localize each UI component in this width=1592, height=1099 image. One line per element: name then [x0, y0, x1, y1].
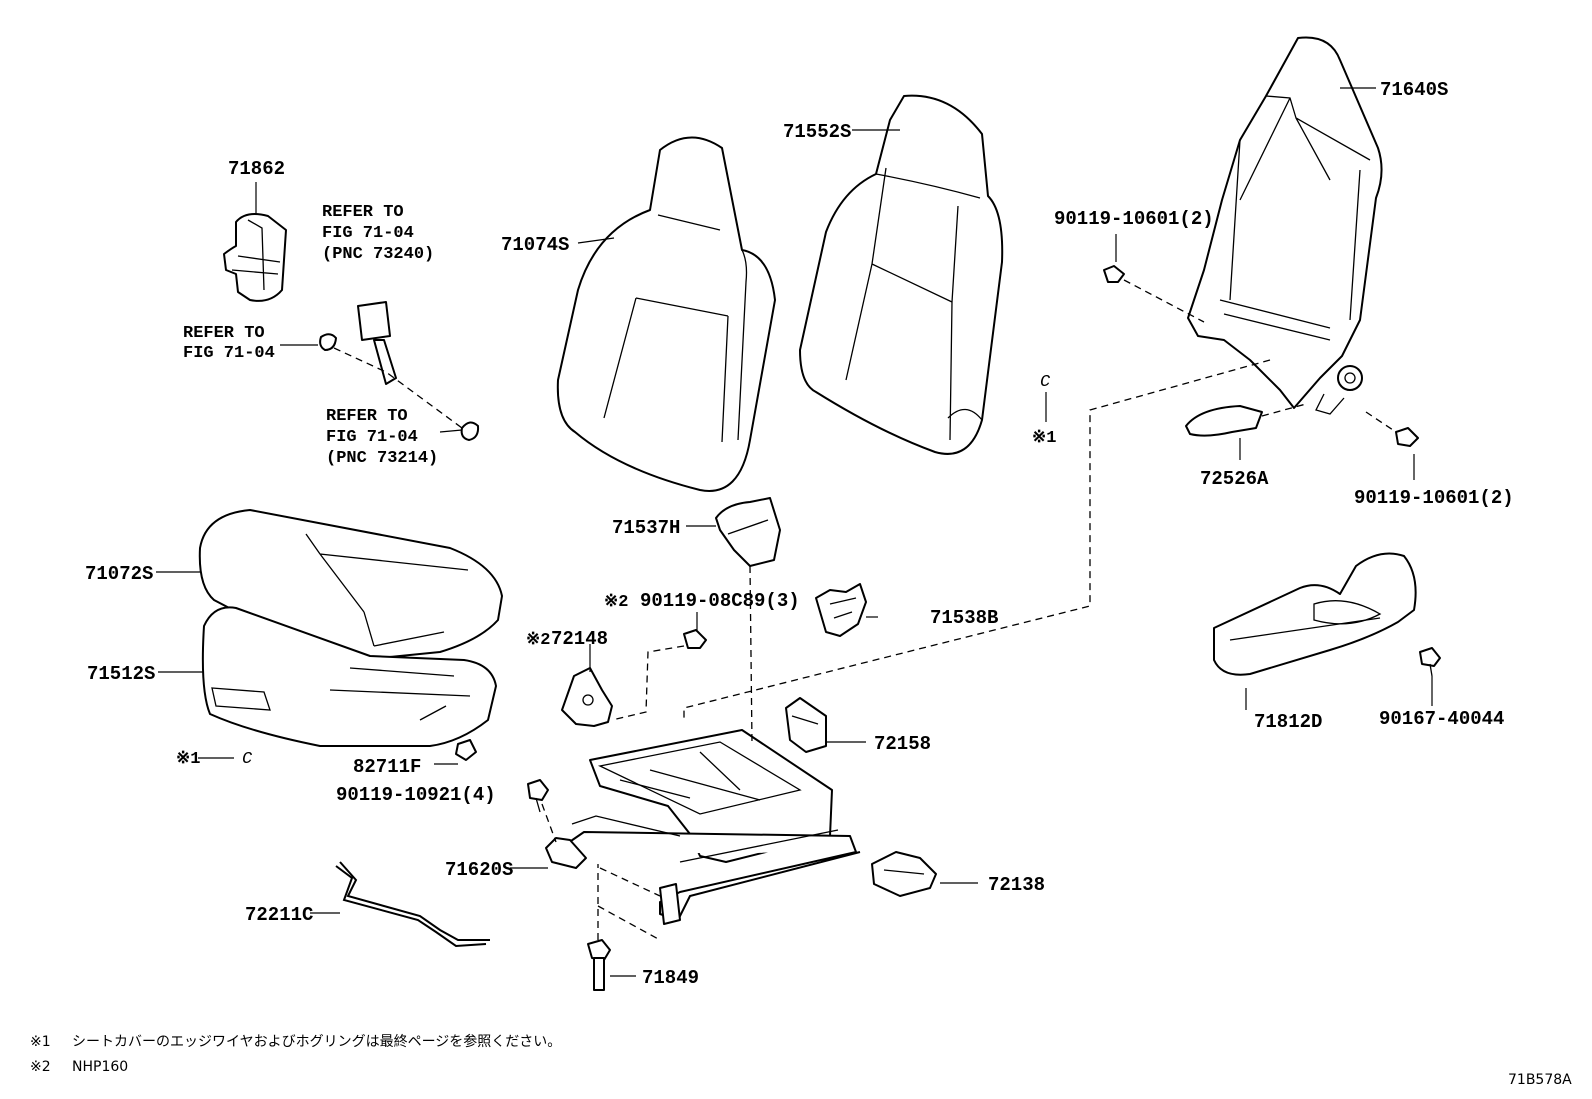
part-labels: 71862 71074S 71552S 71640S 90119-10601(2…	[85, 79, 1514, 989]
note-marks: ※2 ※2 ※1 C C ※1	[176, 373, 1056, 769]
adjuster-bolt-90119-10921	[527, 779, 549, 813]
recliner-knob-72526A	[1185, 405, 1263, 437]
refer-73214-line1[interactable]: REFER TO	[326, 407, 408, 426]
refer-block-nut: REFER TO FIG 71-04	[183, 324, 275, 363]
mark-note2-72148: ※2	[526, 631, 550, 650]
buckle-dash-line	[333, 347, 463, 429]
label-90119-10601-lower[interactable]: 90119-10601(2)	[1354, 487, 1514, 509]
refer-73214-leader	[439, 429, 463, 433]
label-71640S[interactable]: 71640S	[1380, 79, 1448, 101]
cover-72138	[871, 851, 937, 897]
refer-block-73214: REFER TO FIG 71-04 (PNC 73214)	[326, 407, 438, 468]
footnotes: ※1 シートカバーのエッジワイヤおよびホグリングは最終ページを参照ください。 ※…	[30, 1033, 1572, 1088]
label-71862[interactable]: 71862	[228, 158, 285, 180]
label-72148[interactable]: 72148	[551, 628, 608, 650]
bolt-71849-dash	[597, 864, 661, 941]
label-71072S[interactable]: 71072S	[85, 563, 153, 585]
label-71512S[interactable]: 71512S	[87, 663, 155, 685]
label-71537H[interactable]: 71537H	[612, 517, 680, 539]
seat-belt-buckle	[357, 301, 397, 385]
cover-71538B	[815, 583, 867, 637]
recliner-dash	[1261, 403, 1307, 417]
label-90119-10921[interactable]: 90119-10921(4)	[336, 784, 496, 806]
seatback-frame-71640S	[1187, 36, 1383, 415]
label-72211C[interactable]: 72211C	[245, 904, 313, 926]
figure-code: 71B578A	[1508, 1072, 1572, 1088]
frame-bolt-upper	[1103, 265, 1125, 283]
label-71620S[interactable]: 71620S	[445, 859, 513, 881]
refer-block-73240: REFER TO FIG 71-04 (PNC 73240)	[322, 203, 434, 264]
label-82711F[interactable]: 82711F	[353, 756, 421, 778]
label-71074S[interactable]: 71074S	[501, 234, 569, 256]
label-72158[interactable]: 72158	[874, 733, 931, 755]
frame-bolt-lower	[1395, 427, 1419, 447]
refer-nut-line2[interactable]: FIG 71-04	[183, 344, 275, 363]
buckle-nut	[319, 333, 337, 351]
refer-73240-line2[interactable]: FIG 71-04	[322, 224, 414, 243]
footnote1-mark: ※1	[30, 1034, 51, 1050]
refer-73240-line1[interactable]: REFER TO	[322, 203, 404, 222]
cover-72158	[785, 697, 827, 753]
bolt-90119-08C89	[683, 629, 707, 649]
label-71849[interactable]: 71849	[642, 967, 699, 989]
buckle-bolt	[460, 421, 480, 441]
mark-note1-left: ※1	[176, 750, 200, 769]
cushion-pad-71512S	[201, 606, 497, 747]
screw-90167-40044	[1419, 647, 1441, 677]
refer-73214-line2[interactable]: FIG 71-04	[326, 428, 418, 447]
side-shield-71812D	[1213, 552, 1417, 676]
label-72138[interactable]: 72138	[988, 874, 1045, 896]
seat-adjuster-71620S	[545, 729, 861, 925]
frame-bolt-dash-upper	[1123, 279, 1205, 323]
mark-c-left: C	[242, 750, 253, 769]
adjuster-bolt-dash	[541, 803, 557, 843]
label-71552S[interactable]: 71552S	[783, 121, 851, 143]
label-90167-40044[interactable]: 90167-40044	[1379, 708, 1504, 730]
bracket-71537H-dash	[749, 565, 753, 745]
bolt-08C89-dash	[611, 645, 685, 721]
seatback-pad-71552S	[799, 94, 1004, 455]
refer-nut-line1[interactable]: REFER TO	[183, 324, 265, 343]
bracket-71537H	[715, 497, 781, 567]
bolt-71849	[587, 939, 611, 991]
frame-to-adjuster-dash	[683, 359, 1271, 720]
label-90119-10601-upper[interactable]: 90119-10601(2)	[1054, 208, 1214, 230]
mark-c-right: C	[1040, 373, 1051, 392]
refer-73214-line3[interactable]: (PNC 73214)	[326, 449, 438, 468]
seatback-cover-71074S	[556, 136, 776, 492]
mark-note2-08C89: ※2	[604, 593, 628, 612]
belt-guide-71862	[223, 213, 287, 302]
leader-lines	[156, 87, 1433, 977]
frame-bolt-dash-lower	[1365, 411, 1397, 433]
label-90119-08C89[interactable]: 90119-08C89(3)	[640, 590, 800, 612]
footnote2-mark: ※2	[30, 1059, 51, 1075]
hog-ring-82711F	[455, 739, 477, 761]
mark-note1-right: ※1	[1032, 429, 1056, 448]
footnote2-text: NHP160	[72, 1059, 128, 1075]
label-71812D[interactable]: 71812D	[1254, 711, 1322, 733]
label-72526A[interactable]: 72526A	[1200, 468, 1269, 490]
wire-72211C	[335, 861, 490, 948]
bracket-72148	[561, 667, 613, 727]
label-71538B[interactable]: 71538B	[930, 607, 998, 629]
refer-73240-line3[interactable]: (PNC 73240)	[322, 245, 434, 264]
footnote1-text: シートカバーのエッジワイヤおよびホグリングは最終ページを参照ください。	[72, 1033, 561, 1050]
